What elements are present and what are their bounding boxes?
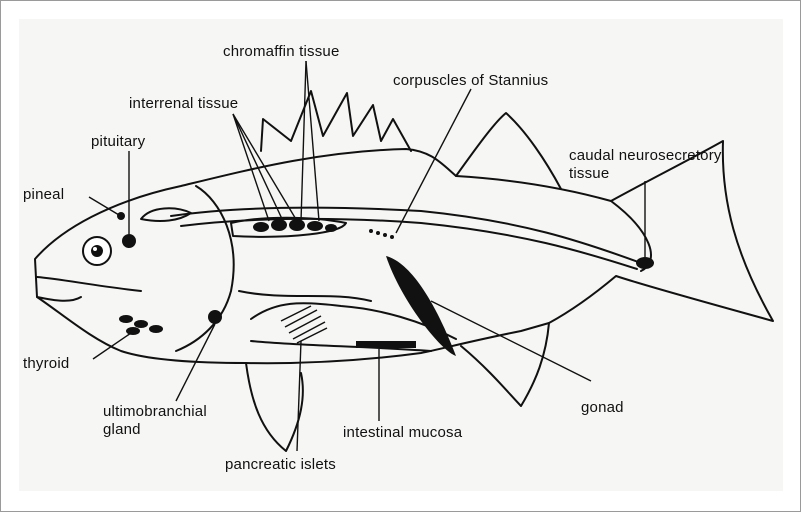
leader-chromaffin (301, 61, 306, 221)
label-corpuscles-of-stannius: corpuscles of Stannius (393, 72, 548, 89)
stannius-corpuscle (369, 229, 373, 233)
label-ultimobranchial-gland: gland (103, 421, 141, 438)
label-interrenal-tissue: interrenal tissue (129, 95, 238, 112)
pineal-gland (117, 212, 125, 220)
label-gonad: gonad (581, 399, 624, 416)
label-pineal: pineal (23, 186, 64, 203)
pancreatic-islets-mark (281, 306, 327, 343)
interrenal-cluster (253, 222, 269, 232)
thyroid-follicle (134, 320, 148, 328)
label-thyroid: thyroid (23, 355, 69, 372)
label-caudal-neurosecretory-tissue: tissue (569, 165, 609, 182)
lower-jaw (37, 297, 81, 301)
caudal-neurosecretory-organ (636, 257, 654, 269)
interrenal-cluster (307, 221, 323, 231)
stannius-corpuscle (376, 231, 380, 235)
leader-thyroid (93, 333, 131, 359)
ultimobranchial-gland-mark (208, 310, 222, 324)
thyroid-follicle (119, 315, 133, 323)
spiny-dorsal-fin (261, 91, 411, 151)
label-ultimobranchial: ultimobranchial (103, 403, 207, 420)
label-pancreatic-islets: pancreatic islets (225, 456, 336, 473)
anal-fin (461, 323, 549, 406)
spinal-cord (171, 208, 641, 263)
leader-pancreatic (297, 341, 301, 451)
label-intestinal-mucosa: intestinal mucosa (343, 424, 462, 441)
interrenal-cluster (271, 219, 287, 231)
pelvic-fin (246, 363, 303, 451)
interrenal-cluster (325, 224, 337, 232)
thyroid-follicle (126, 327, 140, 335)
pectoral-fin (239, 291, 371, 301)
eye-icon (83, 237, 111, 265)
stannius-corpuscle (390, 235, 394, 239)
thyroid-follicle (149, 325, 163, 333)
stannius-corpuscle (383, 233, 387, 237)
fish-body-outline (35, 141, 773, 363)
label-pituitary: pituitary (91, 133, 145, 150)
pituitary-gland (122, 234, 136, 248)
intestinal-mucosa-band (356, 341, 416, 348)
mouth-line (37, 277, 141, 291)
label-caudal-neurosecretory: caudal neurosecretory (569, 147, 722, 164)
label-chromaffin-tissue: chromaffin tissue (223, 43, 340, 60)
